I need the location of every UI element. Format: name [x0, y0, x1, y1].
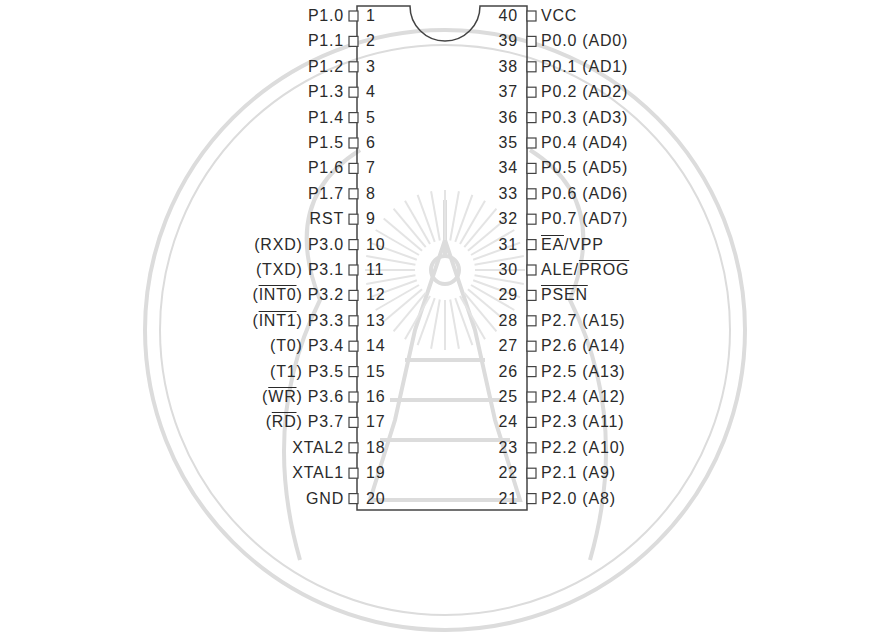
pin-number: 21 — [499, 490, 518, 508]
pin-name: (WR) P3.6 — [262, 388, 344, 406]
pin-name: P1.7 — [308, 185, 344, 203]
pin-name: P1.5 — [308, 134, 344, 152]
pin-number: 34 — [499, 159, 518, 177]
pin-name: VCC — [541, 7, 577, 25]
pin-name: PSEN — [541, 286, 588, 304]
pin-name: P2.7 (A15) — [541, 312, 625, 330]
pin-number: 27 — [499, 337, 518, 355]
pin-number: 31 — [499, 236, 518, 254]
pin-name: P2.3 (A11) — [541, 413, 624, 431]
pin-number: 3 — [366, 58, 376, 76]
pin-number: 24 — [499, 413, 518, 431]
pin-number: 13 — [366, 312, 385, 330]
watermark-seal — [145, 30, 745, 630]
pin-name: P0.0 (AD0) — [541, 32, 628, 50]
pin-name: P0.6 (AD6) — [541, 185, 628, 203]
pin-number: 32 — [499, 210, 518, 228]
pin-name: P2.4 (A12) — [541, 388, 625, 406]
pin-number: 17 — [366, 413, 385, 431]
pin-number: 39 — [499, 32, 518, 50]
pin-number: 16 — [366, 388, 385, 406]
pin-name: (INT1) P3.3 — [252, 312, 344, 330]
pin-name: EA/VPP — [541, 236, 604, 254]
pin-number: 5 — [366, 109, 376, 127]
pin-number: 28 — [499, 312, 518, 330]
pin-number: 33 — [499, 185, 518, 203]
pin-number: 10 — [366, 236, 385, 254]
pin-name: P1.1 — [308, 32, 344, 50]
pin-name: P2.6 (A14) — [541, 337, 625, 355]
pin-number: 6 — [366, 134, 376, 152]
pin-name: P0.7 (AD7) — [541, 210, 628, 228]
pin-number: 40 — [499, 7, 518, 25]
pin-number: 4 — [366, 83, 376, 101]
pin-number: 14 — [366, 337, 385, 355]
pin-number: 20 — [366, 490, 385, 508]
watermark-rays — [365, 190, 525, 350]
pin-number: 36 — [499, 109, 518, 127]
pin-name: (TXD) P3.1 — [256, 261, 344, 279]
pin-name: P2.5 (A13) — [541, 363, 625, 381]
pin-number: 18 — [366, 439, 385, 457]
pin-number: 22 — [499, 464, 518, 482]
pin-name: P1.6 — [308, 159, 344, 177]
pin-number: 26 — [499, 363, 518, 381]
pin-name: P1.2 — [308, 58, 344, 76]
pin-name: P0.5 (AD5) — [541, 159, 628, 177]
pin-number: 11 — [366, 261, 384, 279]
pin-name: (RD) P3.7 — [266, 413, 344, 431]
pin-name: P2.1 (A9) — [541, 464, 616, 482]
pin-name: P1.4 — [308, 109, 344, 127]
pin-name: RST — [310, 210, 344, 228]
pin-number: 30 — [499, 261, 518, 279]
pin-name: P0.4 (AD4) — [541, 134, 628, 152]
pin-number: 7 — [366, 159, 376, 177]
pin-name: P0.1 (AD1) — [541, 58, 628, 76]
pin-number: 38 — [499, 58, 518, 76]
pin-number: 25 — [499, 388, 518, 406]
pin-name: (T1) P3.5 — [270, 363, 344, 381]
pin-number: 1 — [366, 7, 376, 25]
pin-name: XTAL2 — [292, 439, 344, 457]
pin-number: 23 — [499, 439, 518, 457]
pin-name: ALE/PROG — [541, 261, 629, 279]
chip-body — [357, 6, 527, 510]
pin-name: (INT0) P3.2 — [252, 286, 344, 304]
pin-number: 29 — [499, 286, 518, 304]
pin-name: P0.2 (AD2) — [541, 83, 628, 101]
pin-number: 8 — [366, 185, 376, 203]
pin-name: P0.3 (AD3) — [541, 109, 628, 127]
pin-name: XTAL1 — [292, 464, 344, 482]
pin-number: 9 — [366, 210, 376, 228]
pin-number: 37 — [499, 83, 518, 101]
pin-name: (T0) P3.4 — [270, 337, 344, 355]
pin-squares — [349, 11, 536, 504]
pin-number: 19 — [366, 464, 385, 482]
pin-number: 2 — [366, 32, 376, 50]
pin-name: P2.2 (A10) — [541, 439, 625, 457]
pin-name: GND — [306, 490, 344, 508]
pin-name: P1.3 — [308, 83, 344, 101]
pin-number: 12 — [366, 286, 385, 304]
pin-name: P2.0 (A8) — [541, 490, 616, 508]
pin-name: P1.0 — [308, 7, 344, 25]
pin-number: 35 — [499, 134, 518, 152]
pin-name: (RXD) P3.0 — [254, 236, 344, 254]
pin-number: 15 — [366, 363, 385, 381]
